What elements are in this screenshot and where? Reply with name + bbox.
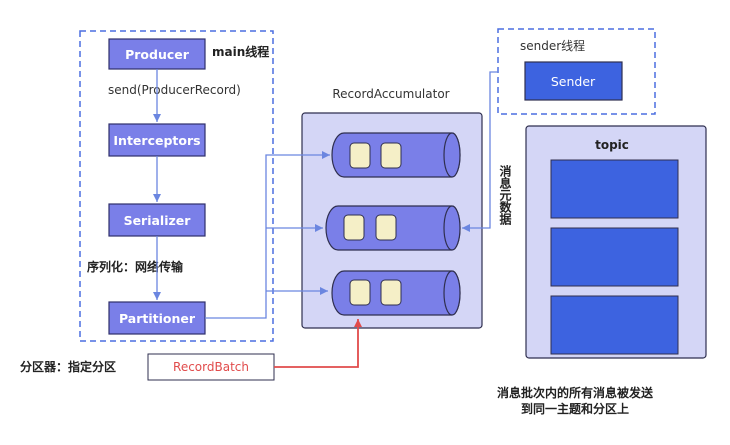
producer-box — [108, 38, 206, 70]
bottom-note-line-1: 消息批次内的所有消息被发送 — [497, 385, 654, 400]
record-1-1 — [349, 142, 371, 169]
arrow-record-batch-to-queue — [274, 319, 362, 368]
main-thread-container — [79, 30, 274, 342]
record-batch-label: RecordBatch — [173, 360, 249, 374]
main-thread-label: main线程 — [212, 44, 269, 59]
topic-partition-2 — [550, 227, 679, 287]
serializer-box — [108, 203, 206, 237]
arrow-sender-to-accumulator — [462, 71, 498, 232]
sender-label: Sender — [551, 74, 596, 89]
batch-queue-3 — [331, 270, 461, 316]
batch-queue-1 — [331, 132, 461, 178]
sender-box — [524, 61, 623, 101]
interceptors-label: Interceptors — [113, 133, 200, 148]
interceptors-box — [108, 123, 206, 157]
metadata-label: 消息元数据 — [498, 164, 512, 226]
arrow-partitioner-to-queue-1 — [205, 151, 330, 319]
record-accumulator-title: RecordAccumulator — [332, 87, 449, 101]
record-3-2 — [380, 279, 402, 306]
partitioner-label: Partitioner — [119, 311, 196, 326]
partition-note: 分区器：指定分区 — [20, 359, 116, 374]
bottom-note-line-2: 到同一主题和分区上 — [521, 401, 629, 416]
record-3-1 — [349, 279, 371, 306]
producer-label: Producer — [125, 47, 190, 62]
topic-partition-3 — [550, 295, 679, 355]
topic-partition-1 — [550, 159, 679, 219]
sender-thread-label: sender线程 — [520, 38, 585, 53]
record-2-1 — [343, 214, 365, 241]
serialize-note: 序列化：网络传输 — [87, 259, 184, 274]
send-label: send(ProducerRecord) — [108, 83, 241, 97]
record-2-2 — [375, 214, 397, 241]
batch-queue-2 — [325, 205, 461, 251]
record-1-2 — [380, 142, 402, 169]
serializer-label: Serializer — [124, 213, 192, 228]
topic-title: topic — [595, 138, 629, 152]
